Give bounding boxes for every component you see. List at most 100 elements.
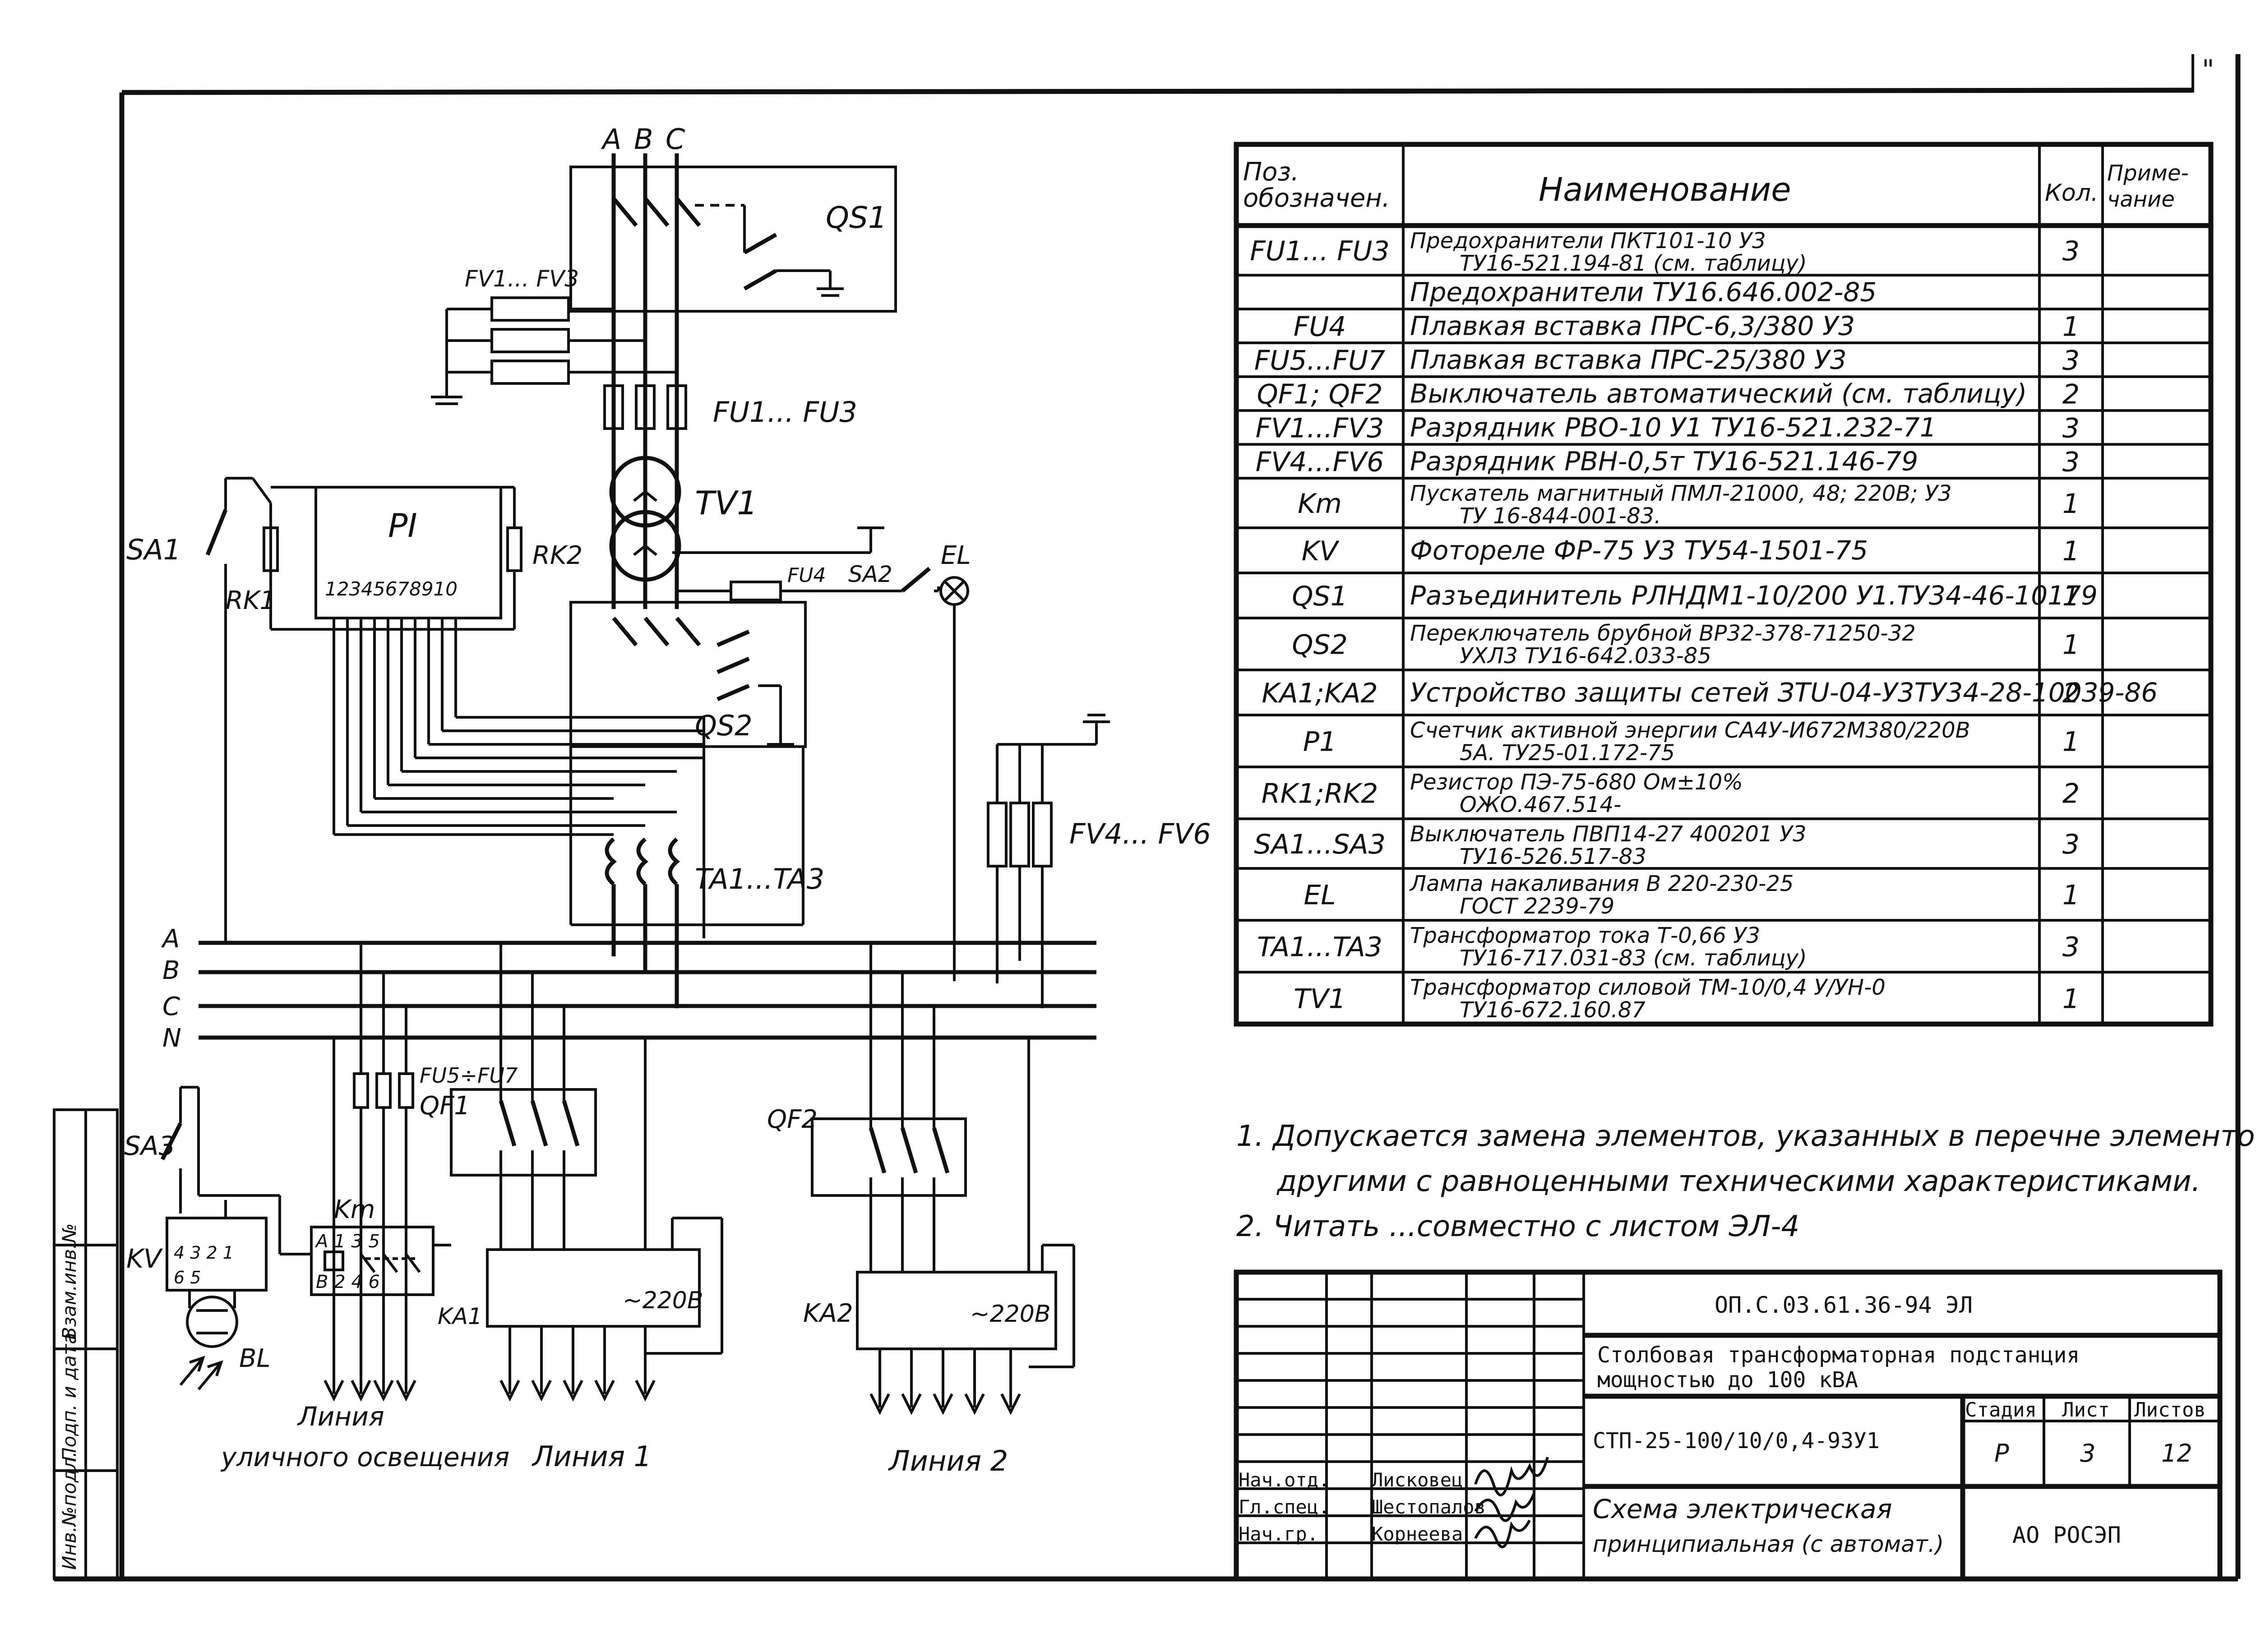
ka2-label: KA2 — [803, 1299, 853, 1328]
product-code: СТП-25-100/10/0,4-93У1 — [1593, 1428, 1880, 1454]
spec-row-name: Счетчик активной энергии СА4У-И672М380/2… — [1410, 718, 1970, 743]
spec-row-pos: FU4 — [1294, 311, 1346, 343]
spec-row-qty: 3 — [2062, 829, 2080, 860]
sheets-header: Листов — [2134, 1398, 2206, 1421]
sheet-value: 3 — [2080, 1439, 2095, 1467]
ka1-voltage: ~220B — [623, 1287, 703, 1314]
spec-row-name: Резистор ПЭ-75-680 Ом±10% — [1410, 770, 1743, 795]
spec-row-name: ТУ16-672.160.87 — [1460, 997, 1646, 1023]
drawing-title-2: принципиальная (с автомат.) — [1593, 1531, 1944, 1557]
spec-row-name: 5А. ТУ25-01.172-75 — [1460, 740, 1675, 766]
fv4-fv6-label: FV4... FV6 — [1069, 817, 1211, 850]
spec-row-qty: 2 — [2062, 678, 2080, 709]
line-street-label-2: уличного освещения — [220, 1442, 509, 1472]
spec-row-name: Лампа накаливания В 220-230-25 — [1409, 871, 1794, 896]
spec-row-name: Выключатель ПВП14-27 400201 У3 — [1410, 821, 1807, 847]
spec-row-name: Устройство защиты сетей ЗТU-04-У3ТУ34-28… — [1410, 677, 2158, 708]
spec-row-pos: SA1...SA3 — [1254, 829, 1386, 860]
street-lighting-branch: FU5÷FU7 — [324, 943, 518, 1402]
stamp-replace: Взам.инв.№ — [58, 1223, 80, 1340]
stamp-inv: Инв.№подл. — [58, 1451, 80, 1570]
title-block: ОП.С.03.61.36-94 ЭЛ Столбовая трансформа… — [1234, 1269, 2223, 1582]
spec-row-qty: 3 — [2062, 413, 2080, 444]
spec-row-name: Трансформатор силовой ТМ-10/0,4 У/УН-0 — [1410, 975, 1886, 1000]
spec-row-qty: 3 — [2062, 345, 2080, 377]
spec-row-qty: 1 — [2062, 581, 2080, 612]
sa2-label: SA2 — [848, 561, 892, 587]
spec-row-name: Переключатель брубной ВР32-378-71250-32 — [1410, 621, 1916, 646]
km-label: Km — [334, 1195, 375, 1224]
note-2: 2. Читать ...совместно с листом ЭЛ-4 — [1236, 1210, 1799, 1243]
stage-header: Стадия — [1965, 1398, 2037, 1421]
spec-row-name: Трансформатор тока Т-0,66 У3 — [1410, 923, 1760, 948]
spec-row-name: Выключатель автоматический (см. таблицу) — [1410, 378, 2027, 409]
fv1-fv3-label: FV1... FV3 — [465, 266, 579, 292]
line1-label: Линия 1 — [532, 1440, 652, 1473]
object-name-2: мощностью до 100 кВА — [1597, 1367, 1858, 1393]
spec-row-name: УХЛ3 ТУ16-642.033-85 — [1460, 643, 1711, 669]
side-stamp: Инв.№подл. Подп. и дата Взам.инв.№ — [53, 1108, 119, 1580]
spec-row-pos: FV1...FV3 — [1256, 413, 1384, 444]
spec-row-pos: TV1 — [1294, 983, 1346, 1015]
spec-row-qty: 1 — [2062, 311, 2080, 343]
spec-header-0: обозначен. — [1243, 184, 1390, 213]
spec-row-name: ТУ16-526.517-83 — [1460, 844, 1646, 869]
spec-row-name: ГОСТ 2239-79 — [1460, 894, 1614, 919]
sig-role-3: Нач.гр. — [1239, 1523, 1318, 1545]
spec-header-1: Наименование — [1539, 171, 1791, 208]
spec-row-qty: 1 — [2062, 488, 2080, 520]
spec-row-pos: EL — [1304, 880, 1336, 911]
sa1-rk-circuit: SA1 RK1 RK2 — [126, 477, 582, 943]
qf1-label: QF1 — [420, 1091, 470, 1121]
bus-label-b: B — [162, 956, 180, 985]
spec-row-pos: QS2 — [1292, 629, 1348, 661]
spec-row-name: Предохранители ТУ16.646.002-85 — [1410, 277, 1877, 308]
spec-row-name: Разрядник РВО-10 У1 ТУ16-521.232-71 — [1410, 412, 1937, 443]
spec-header-3: Приме- — [2107, 161, 2189, 186]
spec-row-name: Предохранители ПКТ101-10 У3 — [1410, 228, 1766, 254]
phase-label-c: C — [666, 123, 685, 156]
spec-row-pos: QS1 — [1292, 581, 1348, 612]
ta-label: TA1...TA3 — [695, 863, 824, 895]
spec-row-qty: 1 — [2062, 983, 2080, 1015]
sheet-header: Лист — [2062, 1398, 2110, 1421]
spec-row-name: Разрядник РВН-0,5т ТУ16-521.146-79 — [1410, 446, 1918, 477]
drawing-title-1: Схема электрическая — [1593, 1494, 1892, 1524]
note-1-cont: другими с равноценными техническими хара… — [1276, 1165, 2201, 1198]
bus-label-c: C — [162, 992, 180, 1021]
bus-label-a: A — [161, 924, 180, 954]
phase-label-a: A — [601, 123, 621, 156]
spec-row-name: Фотореле ФР-75 У3 ТУ54-1501-75 — [1410, 535, 1868, 566]
rk2-label: RK2 — [532, 541, 582, 570]
line-street-label-1: Линия — [297, 1401, 384, 1432]
meter-pi: PI 12345678910 — [314, 486, 502, 835]
spec-row-pos: FV4...FV6 — [1256, 447, 1384, 478]
sa3-kv-photorelay: SA3 4 3 2 1 6 5 KV BL — [124, 1086, 311, 1390]
rk1-label: RK1 — [226, 586, 276, 615]
pi-label: PI — [388, 507, 417, 545]
org-name: АО РОСЭП — [2012, 1522, 2121, 1548]
sa3-label: SA3 — [124, 1131, 175, 1161]
corner-mark: " — [2202, 54, 2214, 86]
line2-label: Линия 2 — [888, 1444, 1008, 1477]
qf2-label: QF2 — [767, 1105, 818, 1134]
fu1-fu3-fuses: FU1... FU3 — [603, 384, 857, 430]
note-1: 1. Допускается замена элементов, указанн… — [1236, 1120, 2256, 1153]
sig-name-1: Лисковец — [1372, 1469, 1463, 1491]
spec-row-name: ТУ16-521.194-81 (см. таблицу) — [1460, 251, 1807, 276]
spec-row-qty: 3 — [2062, 447, 2080, 478]
spec-row-qty: 3 — [2062, 235, 2080, 267]
spec-row-name: ОЖО.467.514- — [1460, 792, 1621, 817]
busbars: A B C N — [161, 924, 1096, 1053]
ka1-label: KA1 — [438, 1303, 482, 1329]
tv1-label: TV1 — [695, 484, 758, 522]
spec-row-pos: P1 — [1303, 726, 1336, 758]
sig-name-3: Корнеева — [1372, 1523, 1463, 1545]
ka2-voltage: ~220B — [970, 1301, 1051, 1328]
sig-name-2: Шестопалов — [1372, 1496, 1486, 1518]
km-terms-bot: B 2 4 6 — [316, 1272, 380, 1292]
spec-row-pos: RK1;RK2 — [1262, 778, 1378, 810]
spec-row-pos: KV — [1302, 535, 1340, 567]
stage-value: Р — [1994, 1439, 2009, 1467]
fu4-label: FU4 — [787, 564, 826, 587]
